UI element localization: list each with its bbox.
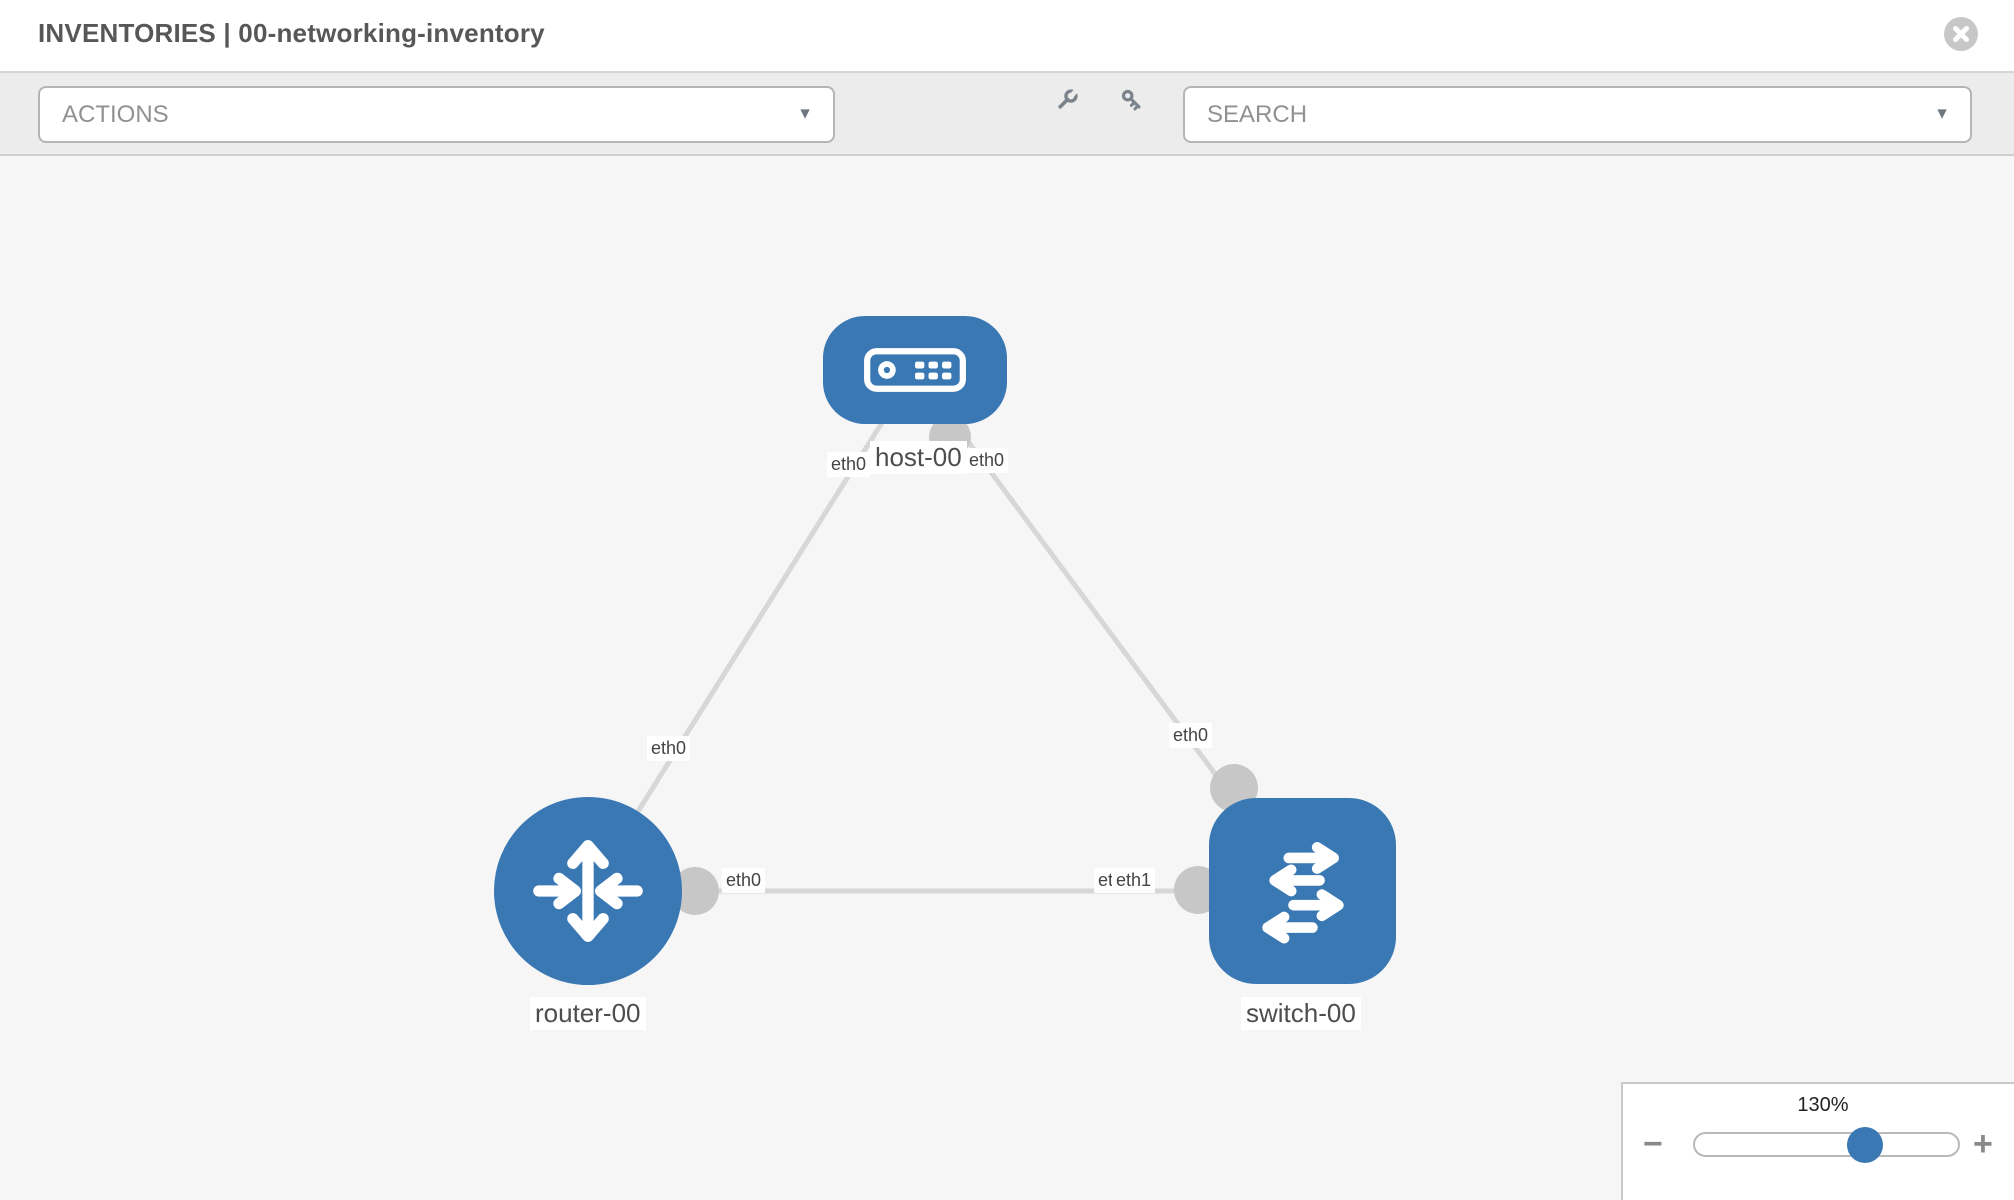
search-dropdown[interactable]: SEARCH ▼ xyxy=(1183,86,1972,143)
host-icon xyxy=(864,348,966,392)
iface-label-mid-right-front: eth1 xyxy=(1112,868,1156,893)
zoom-slider-thumb[interactable] xyxy=(1847,1127,1883,1163)
node-label-router: router-00 xyxy=(530,997,646,1030)
node-router-00[interactable] xyxy=(494,797,682,985)
zoom-out-button[interactable]: − xyxy=(1643,1125,1663,1163)
switch-icon xyxy=(1261,842,1344,944)
node-label-host: host-00 xyxy=(870,441,967,474)
header: INVENTORIES | 00-networking-inventory xyxy=(0,0,2014,71)
close-button[interactable] xyxy=(1944,17,1978,51)
iface-label-switch-top: eth0 xyxy=(1169,723,1213,748)
iface-label-host-right: eth0 xyxy=(965,448,1009,473)
node-host-00[interactable] xyxy=(823,316,1007,424)
chevron-down-icon: ▼ xyxy=(1934,104,1950,122)
node-switch-00[interactable] xyxy=(1209,798,1396,984)
actions-dropdown-label: ACTIONS xyxy=(62,100,169,128)
chevron-down-icon: ▼ xyxy=(797,104,813,122)
key-icon[interactable] xyxy=(1119,87,1147,115)
wrench-icon[interactable] xyxy=(1052,87,1080,115)
zoom-level-value: 130% xyxy=(1797,1094,1849,1116)
toolbar: ACTIONS ▼ SEARCH ▼ xyxy=(0,71,2014,156)
router-icon xyxy=(533,839,643,943)
zoom-slider-track[interactable] xyxy=(1693,1132,1960,1157)
close-icon xyxy=(1953,26,1969,42)
page-title: INVENTORIES | 00-networking-inventory xyxy=(38,18,545,48)
zoom-control-panel: 130% − + xyxy=(1621,1082,2014,1200)
actions-dropdown[interactable]: ACTIONS ▼ xyxy=(38,86,835,143)
zoom-in-button[interactable]: + xyxy=(1973,1125,1993,1163)
iface-label-router-top: eth0 xyxy=(647,736,691,761)
node-label-switch: switch-00 xyxy=(1241,997,1361,1030)
iface-label-host-left: eth0 xyxy=(827,452,871,477)
search-dropdown-label: SEARCH xyxy=(1207,100,1308,128)
topology-canvas[interactable] xyxy=(0,156,2014,1200)
iface-label-mid-left: eth0 xyxy=(722,868,766,893)
